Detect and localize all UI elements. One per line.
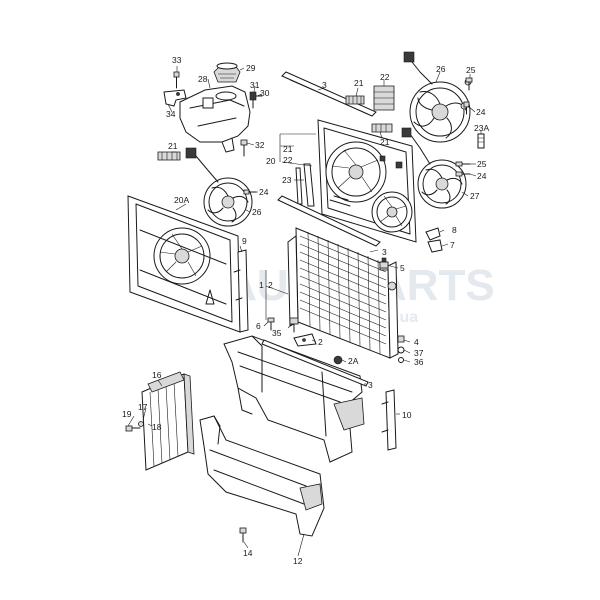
bracket-34 <box>163 89 187 107</box>
pad-21-right <box>371 123 393 133</box>
watermark-suffix: .ua <box>395 309 418 326</box>
clip-8-7 <box>425 227 443 253</box>
label-10: 10 <box>402 410 412 420</box>
label-33: 33 <box>172 55 182 65</box>
callout-labels: 33 29 28 31 30 34 32 3 21 22 21 26 25 24… <box>122 55 489 566</box>
label-22-top: 22 <box>380 72 390 82</box>
label-34: 34 <box>166 109 176 119</box>
bolt-19 <box>125 425 141 432</box>
label-21-right: 21 <box>380 137 390 147</box>
label-26-left: 26 <box>252 207 262 217</box>
label-7: 7 <box>450 240 455 250</box>
label-30: 30 <box>260 88 270 98</box>
frame-12 <box>199 415 325 537</box>
label-21-top: 21 <box>354 78 364 88</box>
rubber-strip-3-top <box>281 71 377 117</box>
aux-radiator-16 <box>141 371 195 471</box>
label-24-top: 24 <box>476 107 486 117</box>
label-23A: 23A <box>474 123 489 133</box>
label-2A: 2A <box>348 356 359 366</box>
label-3-lower: 3 <box>368 380 373 390</box>
screw-33 <box>173 71 180 89</box>
label-32: 32 <box>255 140 265 150</box>
fan-26-left <box>185 147 257 227</box>
rubber-strip-3-lower <box>261 339 369 387</box>
label-5: 5 <box>400 263 405 273</box>
seal-strip-23 <box>295 163 315 207</box>
fan-27 <box>401 127 467 209</box>
tank-cap <box>213 62 241 83</box>
pad-21-left <box>157 151 181 161</box>
label-18: 18 <box>152 422 162 432</box>
bolt-14 <box>239 527 247 543</box>
label-12: 12 <box>293 556 303 566</box>
label-35: 35 <box>272 328 282 338</box>
screw-24-top-right <box>463 101 470 115</box>
screws-25-24-right <box>455 161 471 177</box>
label-3-middle: 3 <box>382 247 387 257</box>
expansion-tank <box>179 85 251 153</box>
screw-25-top <box>465 77 473 91</box>
label-1: 1 <box>259 280 264 290</box>
label-31: 31 <box>250 80 260 90</box>
label-2-upper: 2 <box>268 280 273 290</box>
bolt-6 <box>267 317 275 331</box>
label-27: 27 <box>470 191 480 201</box>
pad-22-top <box>373 85 395 111</box>
label-25-top: 25 <box>466 65 476 75</box>
fan-26-right <box>403 51 472 143</box>
label-14: 14 <box>243 548 253 558</box>
clip-23A <box>477 133 485 149</box>
label-21-left: 21 <box>168 141 178 151</box>
label-25-right: 25 <box>477 159 487 169</box>
label-24-right: 24 <box>477 171 487 181</box>
pad-21-top <box>345 95 365 105</box>
label-28: 28 <box>198 74 208 84</box>
nut-17-18 <box>138 421 144 427</box>
leader-lines <box>127 66 482 557</box>
label-29: 29 <box>246 63 256 73</box>
fan-shroud-20A <box>127 195 241 333</box>
label-23: 23 <box>282 175 292 185</box>
label-26-top: 26 <box>436 64 446 74</box>
drain-plug-5 <box>379 257 389 269</box>
bracket-10 <box>381 389 397 451</box>
bracket-2A <box>333 355 343 365</box>
label-24-left: 24 <box>259 187 269 197</box>
label-8: 8 <box>452 225 457 235</box>
label-17: 17 <box>138 402 148 412</box>
label-6: 6 <box>256 321 261 331</box>
bracket-9 <box>233 249 249 333</box>
rubber-strip-3-middle <box>277 195 381 247</box>
plug-35 <box>289 317 299 333</box>
label-9: 9 <box>242 236 247 246</box>
label-4: 4 <box>414 337 419 347</box>
label-19: 19 <box>122 409 132 419</box>
label-20A: 20A <box>174 195 189 205</box>
bracket-2-lower <box>293 333 317 347</box>
fan-shroud-20 <box>317 119 417 243</box>
label-16: 16 <box>152 370 162 380</box>
label-2-lower: 2 <box>318 337 323 347</box>
label-37: 37 <box>414 348 424 358</box>
label-21-shroud: 21 <box>283 144 293 154</box>
label-22-shroud: 22 <box>283 155 293 165</box>
label-3-top: 3 <box>322 80 327 90</box>
bolt-32 <box>240 139 248 157</box>
fasteners-4-37-36 <box>397 335 405 363</box>
label-36: 36 <box>414 357 424 367</box>
label-20: 20 <box>266 156 276 166</box>
